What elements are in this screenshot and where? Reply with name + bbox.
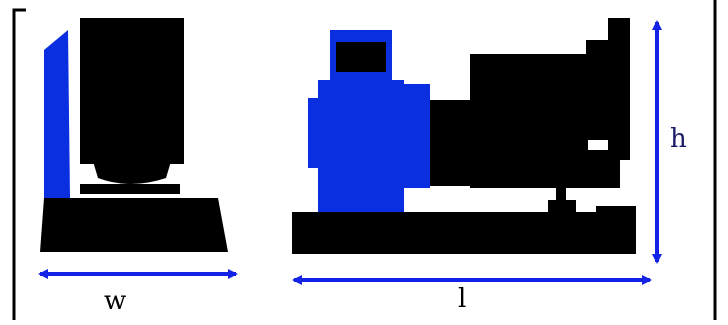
side-head-face <box>608 18 630 160</box>
side-head-lower <box>576 150 620 188</box>
height-label: h <box>670 124 687 154</box>
front-base <box>40 198 228 252</box>
width-label: w <box>104 286 127 316</box>
side-motor-window <box>336 42 386 72</box>
side-head-front-plate <box>586 40 610 140</box>
side-head-unit <box>470 54 588 188</box>
front-view <box>40 18 228 252</box>
side-support-foot <box>548 200 576 212</box>
front-upper-housing <box>80 18 184 164</box>
length-label: l <box>458 284 467 314</box>
side-motor-left-flange <box>308 98 322 168</box>
side-motor-body <box>318 80 404 212</box>
front-collar <box>80 184 180 194</box>
side-support-post <box>556 186 566 212</box>
front-side-panel <box>44 30 70 198</box>
frame-border <box>12 0 717 320</box>
dimension-arrows <box>38 20 662 285</box>
side-view <box>292 18 636 254</box>
side-bed <box>292 212 636 254</box>
side-coupling <box>430 100 470 186</box>
side-motor-right-flange <box>394 84 430 188</box>
side-bed-step <box>596 206 636 216</box>
front-neck <box>92 158 172 184</box>
